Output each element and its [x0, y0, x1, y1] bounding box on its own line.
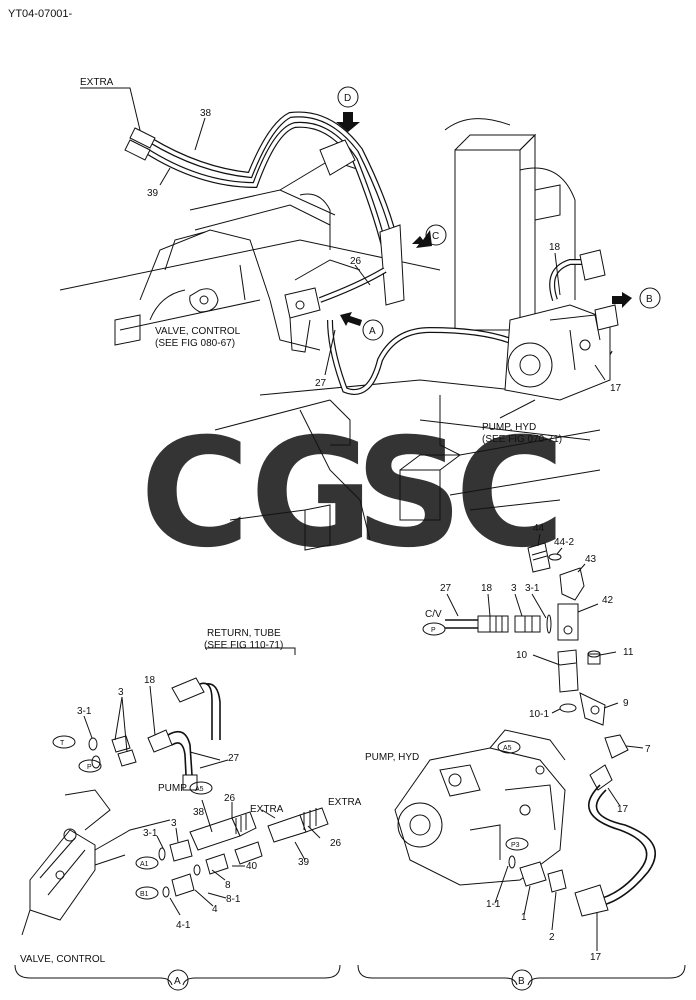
label-27-top: 27 [315, 378, 327, 389]
label-27-b: 27 [440, 583, 452, 594]
label-see-fig-070: (SEE FIG 070-71) [482, 434, 562, 445]
label-return-tube: RETURN, TUBE [207, 628, 281, 639]
port-p-b: P [431, 627, 436, 634]
label-3-1-a1: 3-1 [77, 706, 92, 717]
port-t: T [60, 740, 65, 747]
label-extra-a1: EXTRA [250, 804, 284, 815]
label-27-a: 27 [228, 753, 240, 764]
extra-hoses-38-39 [124, 111, 405, 306]
port-b1: B1 [140, 891, 149, 898]
watermark-letter: S [355, 407, 463, 581]
label-4-a: 4 [212, 904, 218, 915]
label-see-fig-110: (SEE FIG 110-71) [204, 640, 283, 651]
detail-brackets [14, 964, 686, 991]
label-8-a: 8 [225, 880, 231, 891]
label-7: 7 [645, 744, 651, 755]
label-26-top: 26 [350, 256, 362, 267]
detail-a-drawing [21, 677, 329, 936]
watermark-letter: G [250, 407, 373, 581]
label-cv: C/V [425, 609, 442, 620]
leader-lines-detail-b [446, 533, 644, 951]
detail-a-letter: A [174, 976, 181, 987]
label-3-a1: 3 [118, 687, 124, 698]
label-pump-hyd-top: PUMP, HYD [482, 422, 536, 433]
label-2: 2 [549, 932, 555, 943]
label-44-2: 44-2 [554, 537, 574, 548]
label-18-b: 18 [481, 583, 493, 594]
callout-b: B [646, 294, 653, 305]
label-3-a2: 3 [171, 818, 177, 829]
callout-circles [337, 86, 661, 341]
label-pump-hyd-b: PUMP, HYD [365, 752, 419, 763]
label-9: 9 [623, 698, 629, 709]
port-p-a: P [87, 764, 92, 771]
label-extra-a2: EXTRA [328, 797, 362, 808]
label-extra-top: EXTRA [80, 77, 114, 88]
label-38-a: 38 [193, 807, 205, 818]
label-8-1-a: 8-1 [226, 894, 241, 905]
cgsc-watermark: C G S C [140, 407, 565, 581]
leader-lines-upper [80, 87, 606, 419]
label-17-b1: 17 [617, 804, 629, 815]
label-17-top: 17 [610, 383, 622, 394]
port-a5-b: A5 [503, 745, 512, 752]
label-4-1-a: 4-1 [176, 920, 191, 931]
label-see-fig-080: (SEE FIG 080-67) [155, 338, 235, 349]
callout-a: A [369, 326, 376, 337]
label-valve-control-top: VALVE, CONTROL [155, 326, 241, 337]
label-10: 10 [516, 650, 528, 661]
detail-b-drawing [394, 542, 657, 917]
port-p3: P3 [511, 842, 520, 849]
port-a5-a: A5 [195, 786, 204, 793]
label-3-1-a2: 3-1 [143, 828, 158, 839]
label-11: 11 [623, 647, 634, 658]
label-40-a: 40 [246, 861, 258, 872]
label-26-a: 26 [224, 793, 236, 804]
leader-lines-detail-a [83, 647, 321, 916]
label-44: 44 [533, 523, 545, 534]
watermark-letter: C [140, 407, 250, 581]
upper-pump-drawing [504, 304, 619, 401]
detail-b-letter: B [518, 976, 525, 987]
label-42: 42 [602, 595, 614, 606]
callout-c: C [432, 231, 439, 242]
label-10-1: 10-1 [529, 709, 549, 720]
figure-code: YT04-07001- [8, 8, 73, 20]
machine-frame-drawing [59, 118, 601, 551]
callout-arrows [336, 112, 632, 326]
label-1: 1 [521, 912, 527, 923]
label-18-a: 18 [144, 675, 156, 686]
label-39-top: 39 [147, 188, 159, 199]
label-3-b: 3 [511, 583, 517, 594]
label-38-top: 38 [200, 108, 212, 119]
label-valve-control-a: VALVE, CONTROL [20, 954, 106, 965]
label-1-1: 1-1 [486, 899, 501, 910]
callout-d: D [344, 93, 351, 104]
label-pump-a: PUMP [158, 783, 187, 794]
label-43: 43 [585, 554, 597, 565]
label-26-a2: 26 [330, 838, 342, 849]
label-3-1-b: 3-1 [525, 583, 540, 594]
label-17-b2: 17 [590, 952, 602, 963]
label-39-a: 39 [298, 857, 310, 868]
label-18-top: 18 [549, 242, 561, 253]
port-a1: A1 [140, 861, 149, 868]
